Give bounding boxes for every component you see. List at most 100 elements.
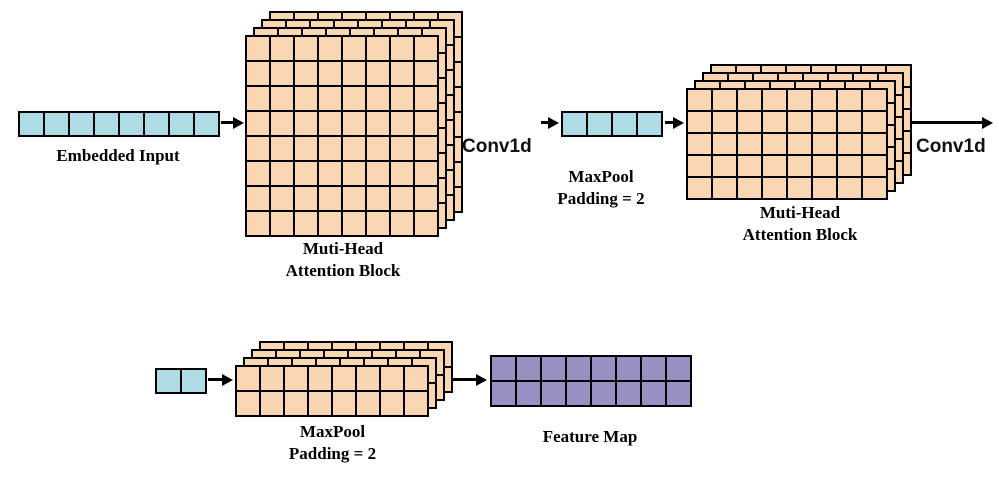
grid-cell: [246, 136, 270, 161]
grid-cell: [342, 86, 366, 111]
grid-cell: [812, 89, 837, 111]
grid-cell: [44, 112, 69, 136]
grid-cell: [837, 133, 862, 155]
grid-cell: [762, 177, 787, 199]
grid-cell: [342, 111, 366, 136]
grid-cell: [342, 211, 366, 236]
grid-cell: [612, 112, 637, 136]
grid-cell: [294, 161, 318, 186]
maxpool-1-label-line1: MaxPool: [568, 167, 634, 186]
grid-cell: [308, 391, 332, 416]
grid-cell: [491, 356, 516, 381]
grid-cell: [862, 133, 887, 155]
grid-cell: [366, 161, 390, 186]
attention-block-2-label: Muti-Head Attention Block: [700, 202, 900, 246]
grid-cell: [712, 111, 737, 133]
grid-cell: [356, 391, 380, 416]
grid-cell: [787, 133, 812, 155]
grid-cell: [236, 391, 260, 416]
grid-cell: [318, 136, 342, 161]
grid-cell: [194, 112, 219, 136]
grid-cell: [246, 86, 270, 111]
grid-cell: [318, 161, 342, 186]
grid-cell: [762, 133, 787, 155]
grid-cell: [414, 211, 438, 236]
grid-cell: [737, 89, 762, 111]
grid-cell: [641, 381, 666, 406]
grid-cell: [414, 136, 438, 161]
grid-cell: [380, 366, 404, 391]
grid-cell: [390, 86, 414, 111]
grid-cell: [366, 61, 390, 86]
grid-cell: [666, 381, 691, 406]
grid-cell: [516, 381, 541, 406]
grid-cell: [356, 366, 380, 391]
grid-cell: [236, 366, 260, 391]
grid-cell: [119, 112, 144, 136]
grid-cell: [169, 112, 194, 136]
grid-cell: [862, 89, 887, 111]
grid-cell: [294, 86, 318, 111]
grid-cell: [591, 381, 616, 406]
grid-cell: [787, 111, 812, 133]
arrow-conv1d-1-to-maxpool-1: [541, 116, 559, 129]
grid-cell: [144, 112, 169, 136]
grid-cell: [414, 186, 438, 211]
grid-cell: [366, 186, 390, 211]
grid-layer: [245, 35, 439, 237]
grid-cell: [712, 177, 737, 199]
grid-cell: [812, 177, 837, 199]
grid-cell: [366, 86, 390, 111]
grid-cell: [94, 112, 119, 136]
grid-cell: [342, 136, 366, 161]
grid-cell: [366, 36, 390, 61]
grid-cell: [737, 177, 762, 199]
grid-cell: [294, 61, 318, 86]
grid-cell: [270, 86, 294, 111]
grid-cell: [380, 391, 404, 416]
grid-cell: [246, 211, 270, 236]
grid-cell: [246, 111, 270, 136]
grid-cell: [390, 186, 414, 211]
grid-cell: [366, 136, 390, 161]
grid-cell: [318, 211, 342, 236]
grid-cell: [491, 381, 516, 406]
grid-cell: [270, 111, 294, 136]
embedded-input-label: Embedded Input: [56, 146, 180, 165]
grid-cell: [712, 89, 737, 111]
feature-map-label: Feature Map: [542, 427, 638, 446]
grid-cell: [562, 112, 587, 136]
attention-block-1-label-line2: Attention Block: [285, 261, 401, 280]
grid-cell: [342, 161, 366, 186]
grid-cell: [366, 211, 390, 236]
grid-cell: [390, 211, 414, 236]
grid-cell: [812, 111, 837, 133]
grid-cell: [294, 186, 318, 211]
grid-cell: [737, 155, 762, 177]
grid-cell: [687, 89, 712, 111]
grid-cell: [246, 36, 270, 61]
grid-cell: [19, 112, 44, 136]
grid-cell: [332, 391, 356, 416]
grid-cell: [332, 366, 356, 391]
grid-cell: [762, 89, 787, 111]
grid-cell: [762, 111, 787, 133]
attention-block-2-label-line1: Muti-Head: [759, 203, 841, 222]
grid-layer: [561, 111, 663, 137]
grid-cell: [342, 36, 366, 61]
grid-cell: [641, 356, 666, 381]
grid-cell: [318, 111, 342, 136]
grid-cell: [616, 381, 641, 406]
grid-cell: [390, 161, 414, 186]
grid-cell: [812, 133, 837, 155]
grid-cell: [181, 369, 206, 393]
grid-cell: [294, 36, 318, 61]
grid-cell: [712, 155, 737, 177]
grid-layer: [18, 111, 220, 137]
grid-cell: [616, 356, 641, 381]
grid-cell: [414, 161, 438, 186]
grid-cell: [284, 366, 308, 391]
grid-cell: [260, 366, 284, 391]
grid-cell: [637, 112, 662, 136]
